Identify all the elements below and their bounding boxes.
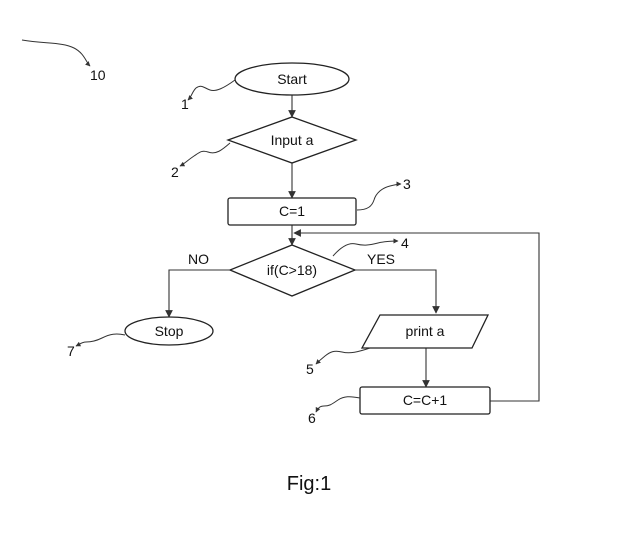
arrow-no-to-stop — [169, 270, 231, 317]
leader-3 — [357, 184, 401, 210]
condition-label: if(C>18) — [267, 262, 317, 278]
ref-4: 4 — [401, 235, 409, 251]
stop-label: Stop — [155, 323, 184, 339]
increment-label: C=C+1 — [403, 392, 448, 408]
ref-10: 10 — [90, 67, 106, 83]
arrow-yes-to-print — [355, 270, 436, 313]
leader-5 — [316, 348, 370, 364]
leader-2 — [180, 143, 230, 166]
print-label: print a — [406, 323, 445, 339]
ref-3: 3 — [403, 176, 411, 192]
print-node: print a — [362, 315, 488, 348]
start-label: Start — [277, 71, 307, 87]
branch-no-label: NO — [188, 251, 209, 267]
ref-7: 7 — [67, 343, 75, 359]
ref-6: 6 — [308, 410, 316, 426]
branch-yes-label: YES — [367, 251, 395, 267]
input-label: Input a — [271, 132, 314, 148]
ref-1: 1 — [181, 96, 189, 112]
increment-node: C=C+1 — [360, 387, 490, 414]
reference-leaders — [22, 40, 401, 412]
leader-6 — [316, 397, 360, 412]
leader-7 — [76, 334, 125, 346]
ref-2: 2 — [171, 164, 179, 180]
init-label: C=1 — [279, 203, 305, 219]
leader-1 — [188, 80, 235, 100]
figure-caption: Fig:1 — [287, 473, 331, 495]
ref-5: 5 — [306, 361, 314, 377]
start-node: Start — [235, 63, 349, 95]
leader-10 — [22, 40, 90, 66]
stop-node: Stop — [125, 317, 213, 345]
input-node: Input a — [228, 117, 356, 163]
init-node: C=1 — [228, 198, 356, 225]
